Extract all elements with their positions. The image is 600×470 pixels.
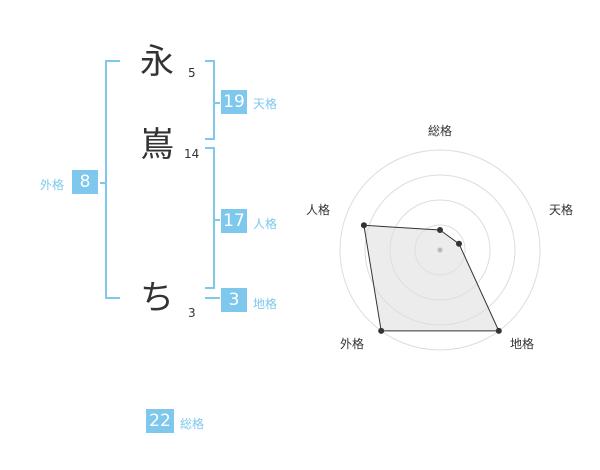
tenkaku-bracket [205, 60, 220, 140]
chikaku-label: 地格 [253, 297, 278, 311]
name-char-3: ち [140, 278, 174, 318]
soukaku-label: 総格 [180, 417, 205, 431]
tenkaku-value: 19 [221, 90, 247, 114]
name-char-1-strokes: 5 [188, 66, 196, 80]
name-char-2: 嶌 [140, 125, 174, 165]
radar-center-point [437, 247, 443, 253]
jinkaku-bracket [205, 147, 220, 289]
radar-area [363, 224, 500, 332]
radar-point-1 [456, 240, 462, 247]
name-char-2-strokes: 14 [184, 147, 200, 161]
radar-label-soukaku: 総格 [428, 124, 453, 138]
radar-label-chikaku: 地格 [510, 337, 535, 351]
radar-chart [339, 149, 541, 351]
name-char-1: 永 [140, 42, 174, 82]
jinkaku-value: 17 [221, 209, 247, 233]
gaikaku-label: 外格 [40, 178, 65, 192]
jinkaku-label: 人格 [253, 217, 278, 231]
soukaku-value: 22 [146, 409, 174, 433]
radar-point-3 [378, 327, 385, 334]
radar-point-2 [495, 327, 502, 334]
chikaku-value: 3 [221, 288, 247, 312]
radar-label-gaikaku: 外格 [340, 337, 365, 351]
gaikaku-value: 8 [72, 170, 98, 194]
tenkaku-label: 天格 [253, 97, 278, 111]
radar-ring-4 [339, 149, 541, 351]
gaikaku-bracket [100, 60, 120, 299]
radar-point-4 [360, 222, 367, 229]
radar-label-jinkaku: 人格 [306, 203, 331, 217]
name-char-3-strokes: 3 [188, 306, 196, 320]
radar-point-0 [437, 227, 443, 233]
radar-label-tenkaku: 天格 [549, 203, 574, 217]
